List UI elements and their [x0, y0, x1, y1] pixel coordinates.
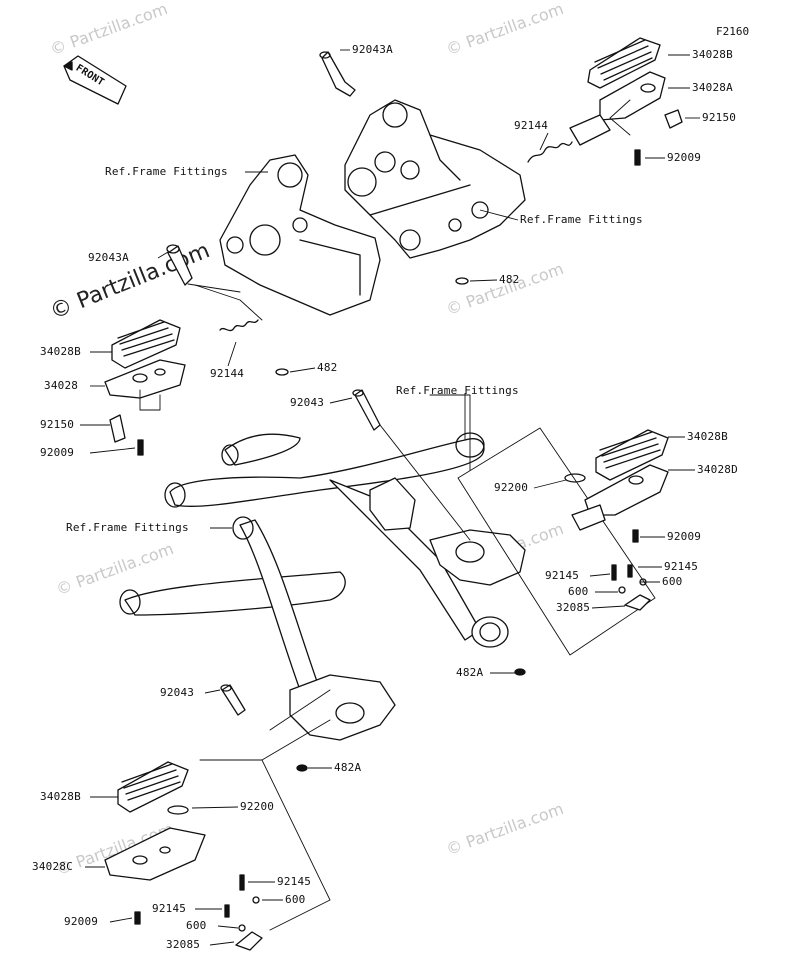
label-32085-l: 32085	[166, 938, 201, 951]
label-92144-r: 92144	[514, 119, 549, 132]
label-ref-frame-1: Ref.Frame Fittings	[105, 165, 228, 178]
label-482-l: 482	[317, 361, 338, 374]
pin-92043-lower	[220, 684, 246, 716]
spring-92144-right	[527, 141, 573, 163]
washer-92200-right	[564, 473, 586, 483]
label-600-r1: 600	[662, 575, 683, 588]
label-600-r2: 600	[568, 585, 589, 598]
label-ref-frame-3: Ref.Frame Fittings	[396, 384, 519, 397]
label-32085-r: 32085	[556, 601, 591, 614]
label-92043A-top: 92043A	[352, 43, 393, 56]
upper-left-bracket	[219, 154, 381, 316]
pin-92043A-top	[319, 51, 356, 97]
upper-right-bracket	[344, 99, 526, 259]
label-92150-r: 92150	[702, 111, 737, 124]
pin-92043A-left	[166, 244, 193, 286]
label-34028: 34028	[44, 379, 79, 392]
label-34028A: 34028A	[692, 81, 733, 94]
footpeg-upper-right	[569, 37, 683, 166]
label-34028D: 34028D	[697, 463, 738, 476]
label-92043-mid: 92043	[290, 396, 325, 409]
label-92009-l2: 92009	[64, 915, 99, 928]
label-482-r: 482	[499, 273, 520, 286]
diagram-code: F2160	[716, 25, 750, 38]
label-34028B-l2: 34028B	[40, 790, 81, 803]
label-92200-l: 92200	[240, 800, 275, 813]
label-92145-r1: 92145	[664, 560, 699, 573]
label-34028B-l1: 34028B	[40, 345, 81, 358]
label-482A-r: 482A	[456, 666, 484, 679]
label-600-l2: 600	[186, 919, 207, 932]
front-arrow-icon	[63, 55, 127, 105]
footpeg-lower-left	[104, 761, 263, 951]
washer-482-left	[275, 368, 289, 376]
washer-92200-left	[167, 805, 189, 815]
label-92150-l: 92150	[40, 418, 75, 431]
label-600-l1: 600	[285, 893, 306, 906]
label-34028C: 34028C	[32, 860, 73, 873]
washer-482A-right	[514, 668, 526, 676]
label-92145-l1: 92145	[277, 875, 312, 888]
label-92200-r: 92200	[494, 481, 529, 494]
label-92009-r2: 92009	[667, 530, 702, 543]
footpeg-lower-right	[564, 429, 669, 611]
label-92043A-left: 92043A	[88, 251, 129, 264]
label-ref-frame-2: Ref.Frame Fittings	[520, 213, 643, 226]
washer-482-right	[455, 277, 469, 285]
label-92009-l1: 92009	[40, 446, 75, 459]
washer-482A-left	[296, 764, 308, 772]
label-482A-l: 482A	[334, 761, 362, 774]
footpeg-upper-left	[104, 319, 186, 456]
label-92043-l: 92043	[160, 686, 195, 699]
label-ref-frame-4: Ref.Frame Fittings	[66, 521, 189, 534]
spring-92144-left	[219, 319, 259, 332]
label-92009-r1: 92009	[667, 151, 702, 164]
subframe	[119, 432, 526, 741]
label-34028B-r2: 34028B	[687, 430, 728, 443]
label-92145-r2: 92145	[545, 569, 580, 582]
label-92144-l: 92144	[210, 367, 245, 380]
pin-92043-mid	[352, 389, 381, 431]
label-92145-l2: 92145	[152, 902, 187, 915]
label-34028B-r1: 34028B	[692, 48, 733, 61]
